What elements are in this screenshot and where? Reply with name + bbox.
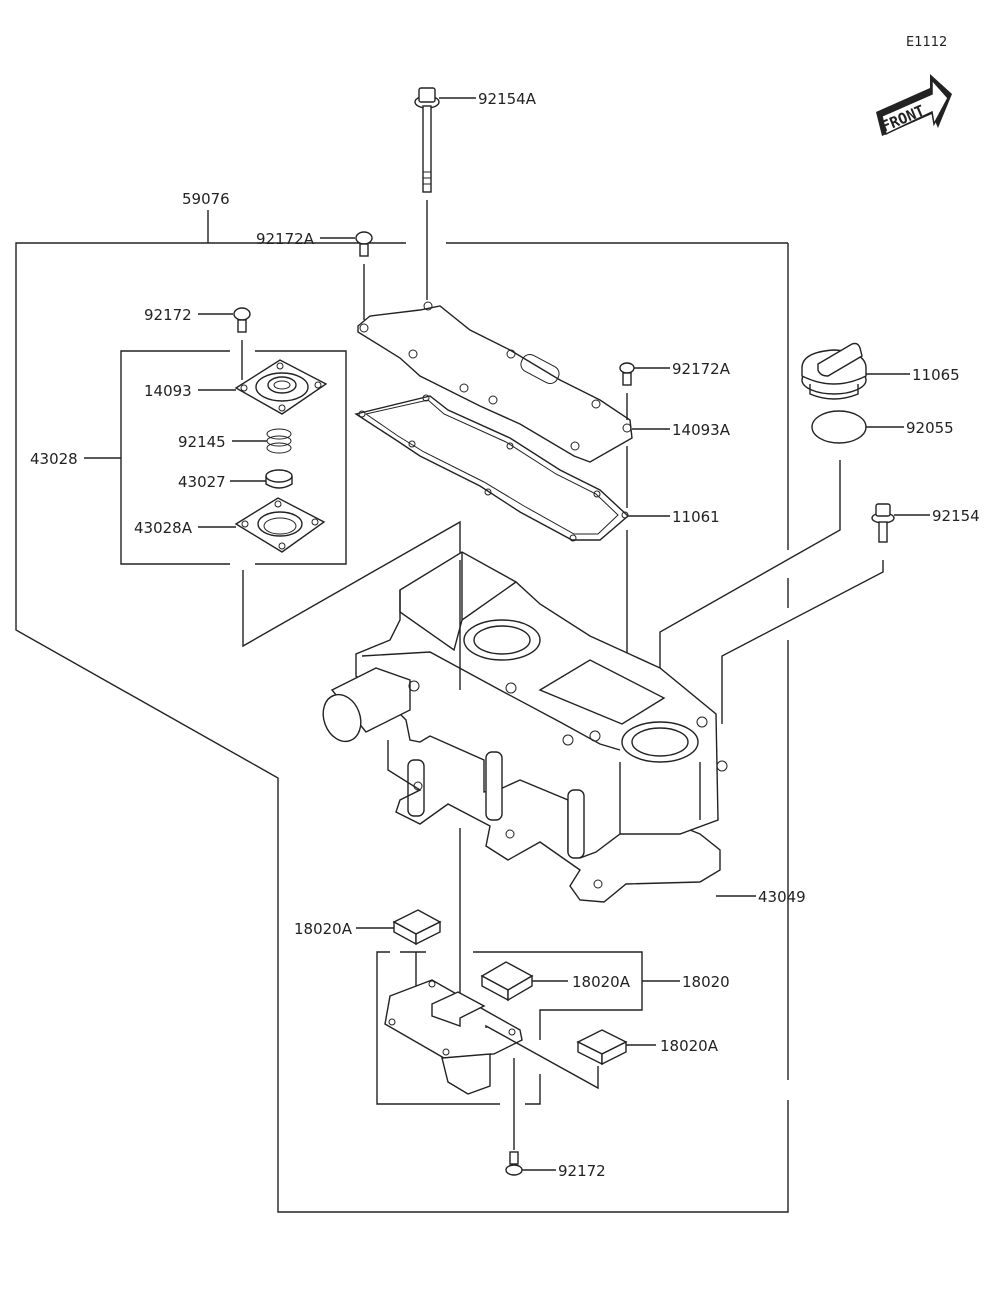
bracket-18020 bbox=[376, 951, 680, 1105]
label-92154[interactable]: 92154 bbox=[932, 507, 980, 525]
label-18020A-3[interactable]: 18020A bbox=[660, 1037, 719, 1055]
bracket-43028 bbox=[84, 350, 461, 648]
label-18020A-1[interactable]: 18020A bbox=[294, 920, 353, 938]
bolt-92154-icon bbox=[871, 503, 895, 543]
cover-14093-icon bbox=[234, 359, 328, 415]
pad-18020A-3-icon bbox=[576, 1029, 628, 1066]
plate-18020-icon bbox=[384, 979, 599, 1095]
label-43049[interactable]: 43049 bbox=[758, 888, 806, 906]
diagram-code: E1112 bbox=[906, 35, 947, 50]
front-arrow-icon: FRONT bbox=[876, 74, 952, 136]
cover-14093A-icon bbox=[357, 301, 633, 463]
bracket-59076 bbox=[15, 210, 789, 1213]
label-92172A-top[interactable]: 92172A bbox=[256, 230, 315, 248]
head-cover-body-icon bbox=[322, 551, 728, 859]
label-14093[interactable]: 14093 bbox=[144, 382, 192, 400]
base-43028A-icon bbox=[234, 497, 326, 553]
label-18020[interactable]: 18020 bbox=[682, 973, 730, 991]
label-92172A-right[interactable]: 92172A bbox=[672, 360, 731, 378]
label-92154A[interactable]: 92154A bbox=[478, 90, 537, 108]
cup-43027-icon bbox=[265, 469, 293, 489]
label-14093A[interactable]: 14093A bbox=[672, 421, 731, 439]
label-11065[interactable]: 11065 bbox=[912, 366, 960, 384]
label-92172-bottom[interactable]: 92172 bbox=[558, 1162, 606, 1180]
label-59076[interactable]: 59076 bbox=[182, 190, 230, 208]
screw-92172A-icon bbox=[355, 231, 373, 257]
label-43027[interactable]: 43027 bbox=[178, 473, 226, 491]
label-92055[interactable]: 92055 bbox=[906, 419, 954, 437]
pad-18020A-2-icon bbox=[480, 961, 534, 1002]
label-18020A-2[interactable]: 18020A bbox=[572, 973, 631, 991]
label-92145[interactable]: 92145 bbox=[178, 433, 226, 451]
label-43028A[interactable]: 43028A bbox=[134, 519, 193, 537]
label-43028[interactable]: 43028 bbox=[30, 450, 78, 468]
screw-92172-icon bbox=[233, 307, 251, 333]
pad-18020A-1-icon bbox=[392, 909, 442, 946]
spring-92145-icon bbox=[266, 428, 292, 454]
screw-92172-bottom-icon bbox=[505, 1151, 523, 1176]
gasket-43049-icon bbox=[387, 740, 721, 903]
bolt-92154A-icon bbox=[414, 87, 440, 193]
label-11061[interactable]: 11061 bbox=[672, 508, 720, 526]
screw-92172A-right-icon bbox=[619, 362, 635, 386]
o-ring-92055-icon bbox=[811, 410, 867, 444]
label-92172-left[interactable]: 92172 bbox=[144, 306, 192, 324]
oil-cap-11065-icon bbox=[801, 342, 867, 400]
gasket-11061-icon bbox=[354, 394, 630, 542]
